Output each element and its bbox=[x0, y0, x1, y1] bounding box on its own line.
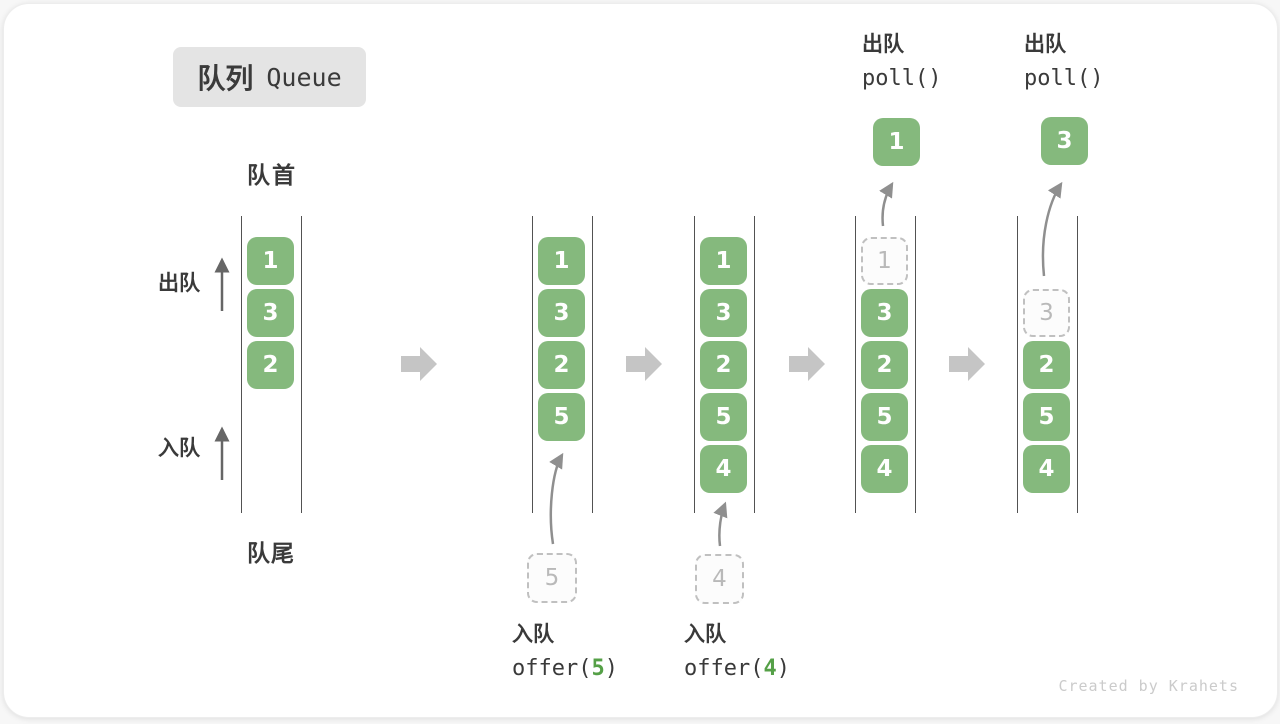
queue-cell: 2 bbox=[1023, 341, 1070, 389]
offer-call-5: offer(5) bbox=[512, 655, 618, 683]
dequeue-op-2: 出队 poll() bbox=[1024, 30, 1103, 93]
queue-cell: 4 bbox=[861, 445, 908, 493]
queue-cell: 1 bbox=[700, 237, 747, 285]
offer-arg: 4 bbox=[763, 656, 777, 681]
queue-cell: 4 bbox=[700, 445, 747, 493]
polled-value-3: 3 bbox=[1041, 117, 1088, 165]
offer-fn: offer( bbox=[684, 656, 764, 681]
offer-call-4: offer(4) bbox=[684, 655, 790, 683]
dequeue-op-1-label: 出队 bbox=[862, 32, 904, 56]
offer-close: ) bbox=[604, 656, 618, 681]
title-en: Queue bbox=[266, 62, 342, 92]
offer-close: ) bbox=[776, 656, 790, 681]
transition-arrow-icon bbox=[626, 347, 662, 381]
transition-arrow-icon bbox=[401, 347, 437, 381]
title-zh: 队列 bbox=[197, 62, 254, 95]
removed-cell: 1 bbox=[861, 237, 908, 285]
offer-arg: 5 bbox=[591, 656, 605, 681]
transition-arrow-icon bbox=[949, 347, 985, 381]
poll-call-2: poll() bbox=[1024, 66, 1104, 91]
enqueue-op-2: 入队 offer(4) bbox=[684, 620, 790, 683]
polled-value-1: 1 bbox=[873, 118, 920, 166]
queue-state-5: 3 2 5 4 bbox=[1017, 216, 1078, 513]
queue-state-3: 1 3 2 5 4 bbox=[694, 216, 755, 513]
enqueue-op-1: 入队 offer(5) bbox=[512, 620, 618, 683]
incoming-cell: 4 bbox=[695, 554, 744, 604]
queue-cell: 5 bbox=[1023, 393, 1070, 441]
transition-arrow-icon bbox=[789, 347, 825, 381]
queue-cell: 3 bbox=[247, 289, 294, 337]
queue-state-1: 1 3 2 bbox=[241, 216, 302, 513]
queue-state-4: 1 3 2 5 4 bbox=[855, 216, 916, 513]
queue-cell: 2 bbox=[247, 341, 294, 389]
enqueue-op-1-label: 入队 bbox=[512, 622, 554, 646]
rear-label: 队尾 bbox=[247, 541, 295, 567]
queue-cell: 4 bbox=[1023, 445, 1070, 493]
queue-cell: 3 bbox=[700, 289, 747, 337]
title-badge: 队列 Queue bbox=[173, 47, 366, 107]
queue-cell: 2 bbox=[700, 341, 747, 389]
dequeue-op-2-label: 出队 bbox=[1024, 32, 1066, 56]
queue-cell: 2 bbox=[538, 341, 585, 389]
queue-cell: 1 bbox=[247, 237, 294, 285]
enqueue-op-2-label: 入队 bbox=[684, 622, 726, 646]
dequeue-op-1: 出队 poll() bbox=[862, 30, 941, 93]
arrows-overlay bbox=[214, 181, 1063, 547]
queue-cell: 3 bbox=[538, 289, 585, 337]
queue-cell: 5 bbox=[700, 393, 747, 441]
diagram-card: 队列 Queue 队首 队尾 出队 入队 出队 poll() 出队 poll()… bbox=[3, 3, 1278, 718]
removed-cell: 3 bbox=[1023, 289, 1070, 337]
queue-cell: 5 bbox=[538, 393, 585, 441]
poll-call-1: poll() bbox=[862, 66, 942, 91]
queue-cell: 3 bbox=[861, 289, 908, 337]
dequeue-side-label: 出队 bbox=[158, 271, 200, 295]
offer-fn: offer( bbox=[512, 656, 592, 681]
queue-state-2: 1 3 2 5 bbox=[532, 216, 593, 513]
incoming-cell: 5 bbox=[527, 553, 577, 603]
queue-cell: 5 bbox=[861, 393, 908, 441]
queue-cell: 2 bbox=[861, 341, 908, 389]
credit-text: Created by Krahets bbox=[1058, 677, 1239, 695]
front-label: 队首 bbox=[247, 163, 297, 189]
enqueue-side-label: 入队 bbox=[158, 436, 200, 460]
queue-cell: 1 bbox=[538, 237, 585, 285]
